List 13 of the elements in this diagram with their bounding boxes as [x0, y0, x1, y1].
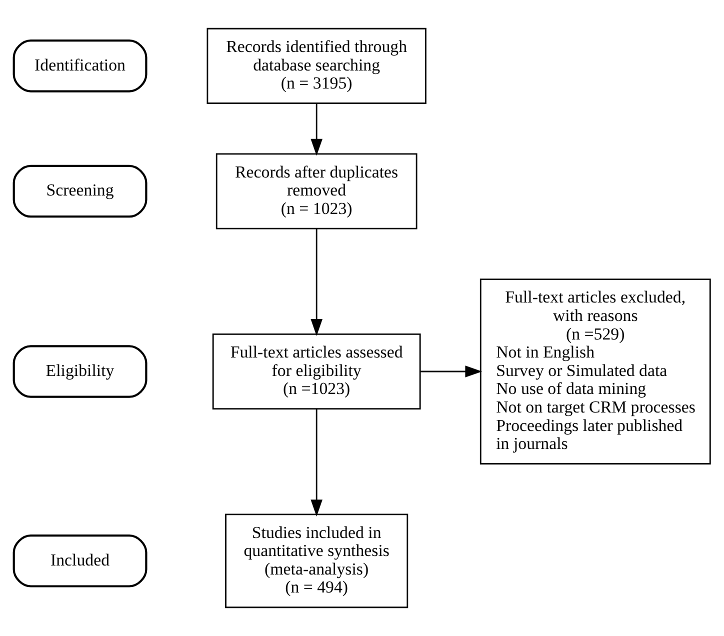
- node-box: Screening: [12, 164, 148, 218]
- arrow: [420, 366, 482, 378]
- node-box: Identification: [12, 40, 148, 92]
- node-box: Eligibility: [12, 345, 148, 398]
- node-box: Records after duplicates removed (n = 1023): [216, 153, 418, 230]
- arrow: [310, 103, 322, 156]
- node-box: Full-text articles excluded, with reasons (n =529) Not in English Survey or Simulated data No use of data mining Not on target CRM processes Proceedings later published in journals: [480, 278, 711, 464]
- node-box: Included: [12, 534, 148, 588]
- node-box: Full-text articles assessed for eligibility (n =1023): [212, 334, 421, 410]
- node-box: Records identified through database searching (n = 3195): [206, 28, 426, 104]
- node-box: Studies included in quantitative synthesis (meta-analysis) (n = 494): [225, 514, 408, 608]
- arrow: [310, 229, 322, 336]
- arrow: [310, 408, 322, 517]
